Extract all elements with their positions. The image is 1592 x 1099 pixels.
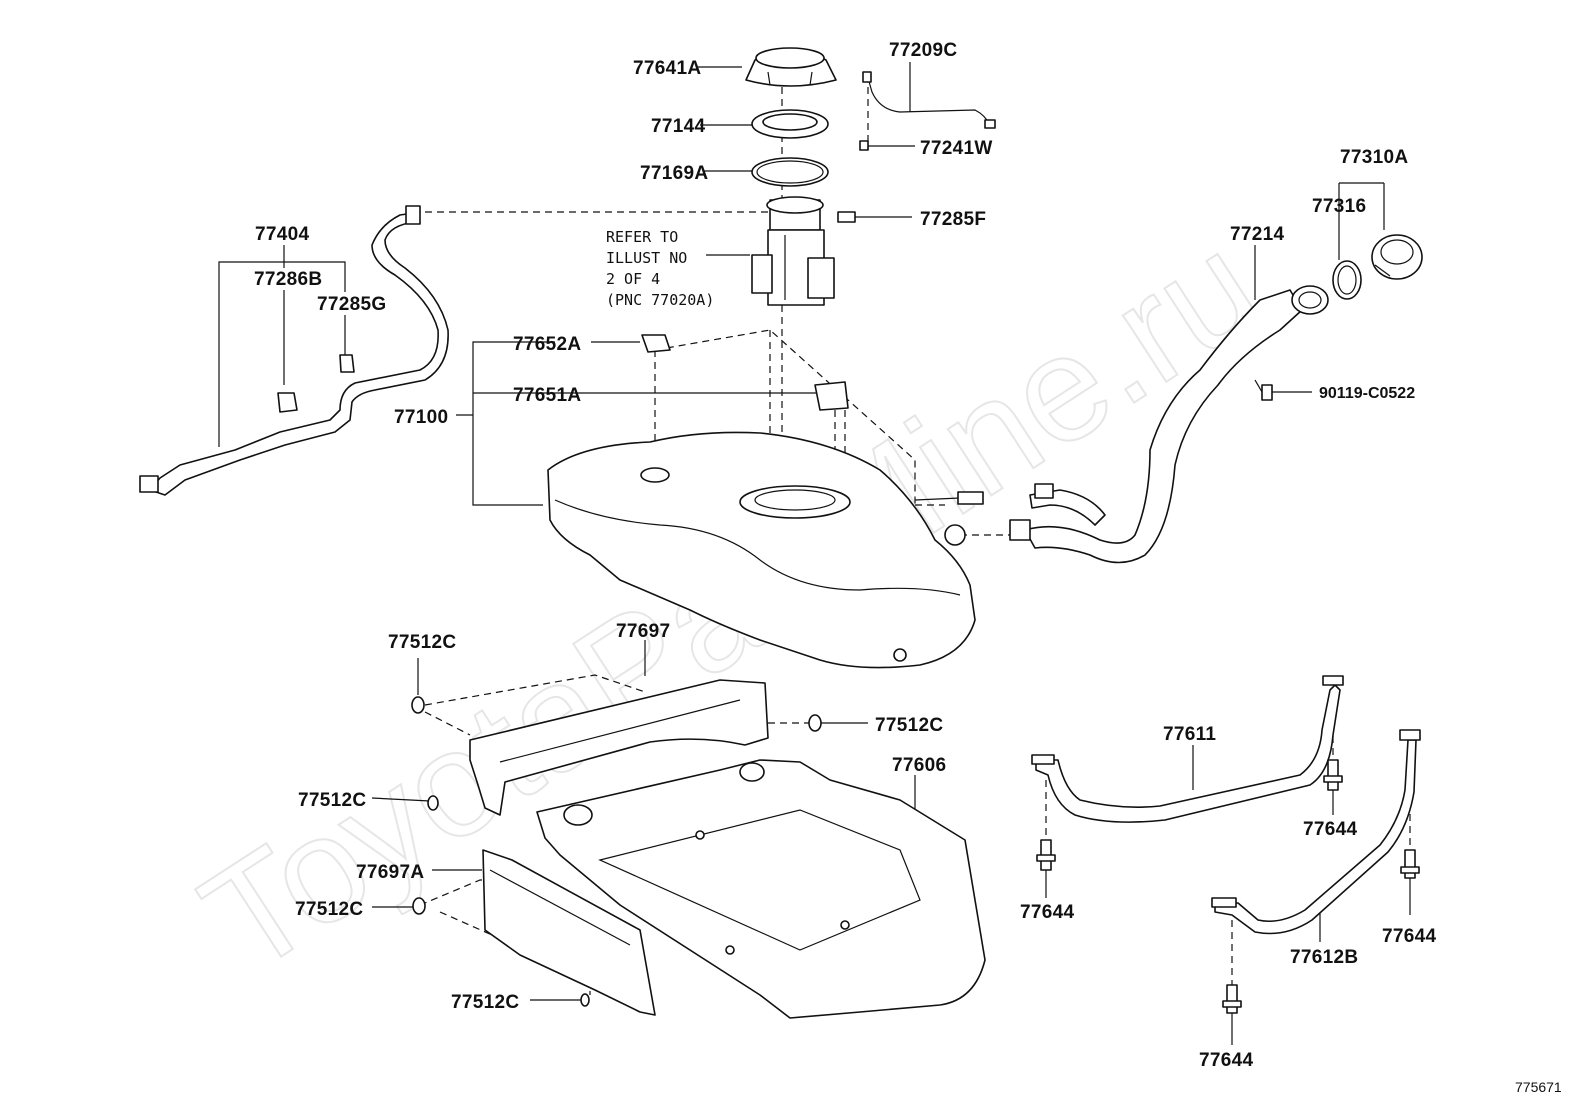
part-77285f-clamp (837, 211, 856, 223)
part-90119-bolt (1254, 379, 1273, 401)
part-77209c-harness (862, 71, 996, 129)
label-77310a: 77310A (1340, 147, 1408, 168)
label-77285f: 77285F (920, 209, 986, 230)
label-77651a: 77651A (513, 385, 581, 406)
part-77512c-nut-b (808, 714, 822, 732)
label-77512c-a: 77512C (388, 632, 456, 653)
label-77644-b: 77644 (1020, 902, 1074, 923)
part-77285g-clip (339, 354, 355, 373)
part-77512c-nut-e (580, 993, 590, 1007)
label-77697a: 77697A (356, 862, 424, 883)
fuel-pump-assembly (751, 196, 835, 306)
label-77697: 77697 (616, 621, 670, 642)
label-77644-c: 77644 (1382, 926, 1436, 947)
figure-number: 775671 (1515, 1079, 1562, 1095)
refer-note-line1: REFER TO (606, 228, 678, 246)
label-77606: 77606 (892, 755, 946, 776)
part-77512c-nut-c (427, 795, 439, 811)
label-77241w: 77241W (920, 138, 993, 159)
label-77644-a: 77644 (1303, 819, 1357, 840)
part-77651a-pad (814, 381, 849, 411)
label-90119-c0522: 90119-C0522 (1319, 385, 1415, 402)
part-77612b-strap (1211, 729, 1421, 935)
part-labels: 77641A 77209C 77144 77241W 77169A 77285F… (254, 40, 1562, 1095)
part-77169a-gasket (751, 157, 829, 187)
part-77697a-protector (482, 849, 656, 1016)
part-77644-bolt-c (1400, 849, 1420, 879)
part-77310a-fuel-cap (1371, 234, 1423, 280)
refer-note-line4: (PNC 77020A) (606, 291, 714, 309)
part-77644-bolt-a (1323, 759, 1343, 791)
part-77611-strap (1031, 675, 1344, 823)
label-77652a: 77652A (513, 334, 581, 355)
label-77286b: 77286B (254, 269, 322, 290)
part-77404-hose (139, 205, 449, 496)
label-77512c-b: 77512C (875, 715, 943, 736)
label-77209c: 77209C (889, 40, 957, 61)
refer-note-line2: ILLUST NO (606, 249, 687, 267)
part-77512c-nut-d (412, 897, 426, 915)
part-77512c-nut-a (411, 696, 425, 714)
label-77316: 77316 (1312, 196, 1366, 217)
part-77144-ring (751, 109, 829, 139)
part-77652a-pad (641, 334, 671, 353)
part-77641a-retainer (745, 47, 837, 87)
label-77611: 77611 (1163, 724, 1216, 745)
label-77214: 77214 (1230, 224, 1284, 245)
part-77644-bolt-b (1036, 839, 1056, 871)
label-77512c-c: 77512C (298, 790, 366, 811)
part-77606-shield (536, 759, 986, 1019)
label-77512c-e: 77512C (451, 992, 519, 1013)
label-77512c-d: 77512C (295, 899, 363, 920)
label-77100: 77100 (394, 407, 448, 428)
part-77697-protector (469, 679, 769, 816)
label-77644-d: 77644 (1199, 1050, 1253, 1071)
part-77644-bolt-d (1222, 984, 1242, 1014)
part-77100-fuel-tank (547, 431, 984, 669)
label-77169a: 77169A (640, 163, 708, 184)
label-77641a: 77641A (633, 58, 701, 79)
refer-note-line3: 2 OF 4 (606, 270, 660, 288)
part-77214-filler-pipe (1009, 285, 1329, 564)
label-77404: 77404 (255, 224, 309, 245)
part-77316-gasket (1332, 260, 1362, 300)
part-77241w-clip (859, 140, 869, 151)
label-77144: 77144 (651, 116, 705, 137)
part-77286b-clip (277, 392, 298, 413)
label-77612b: 77612B (1290, 947, 1358, 968)
label-77285g: 77285G (317, 294, 386, 315)
